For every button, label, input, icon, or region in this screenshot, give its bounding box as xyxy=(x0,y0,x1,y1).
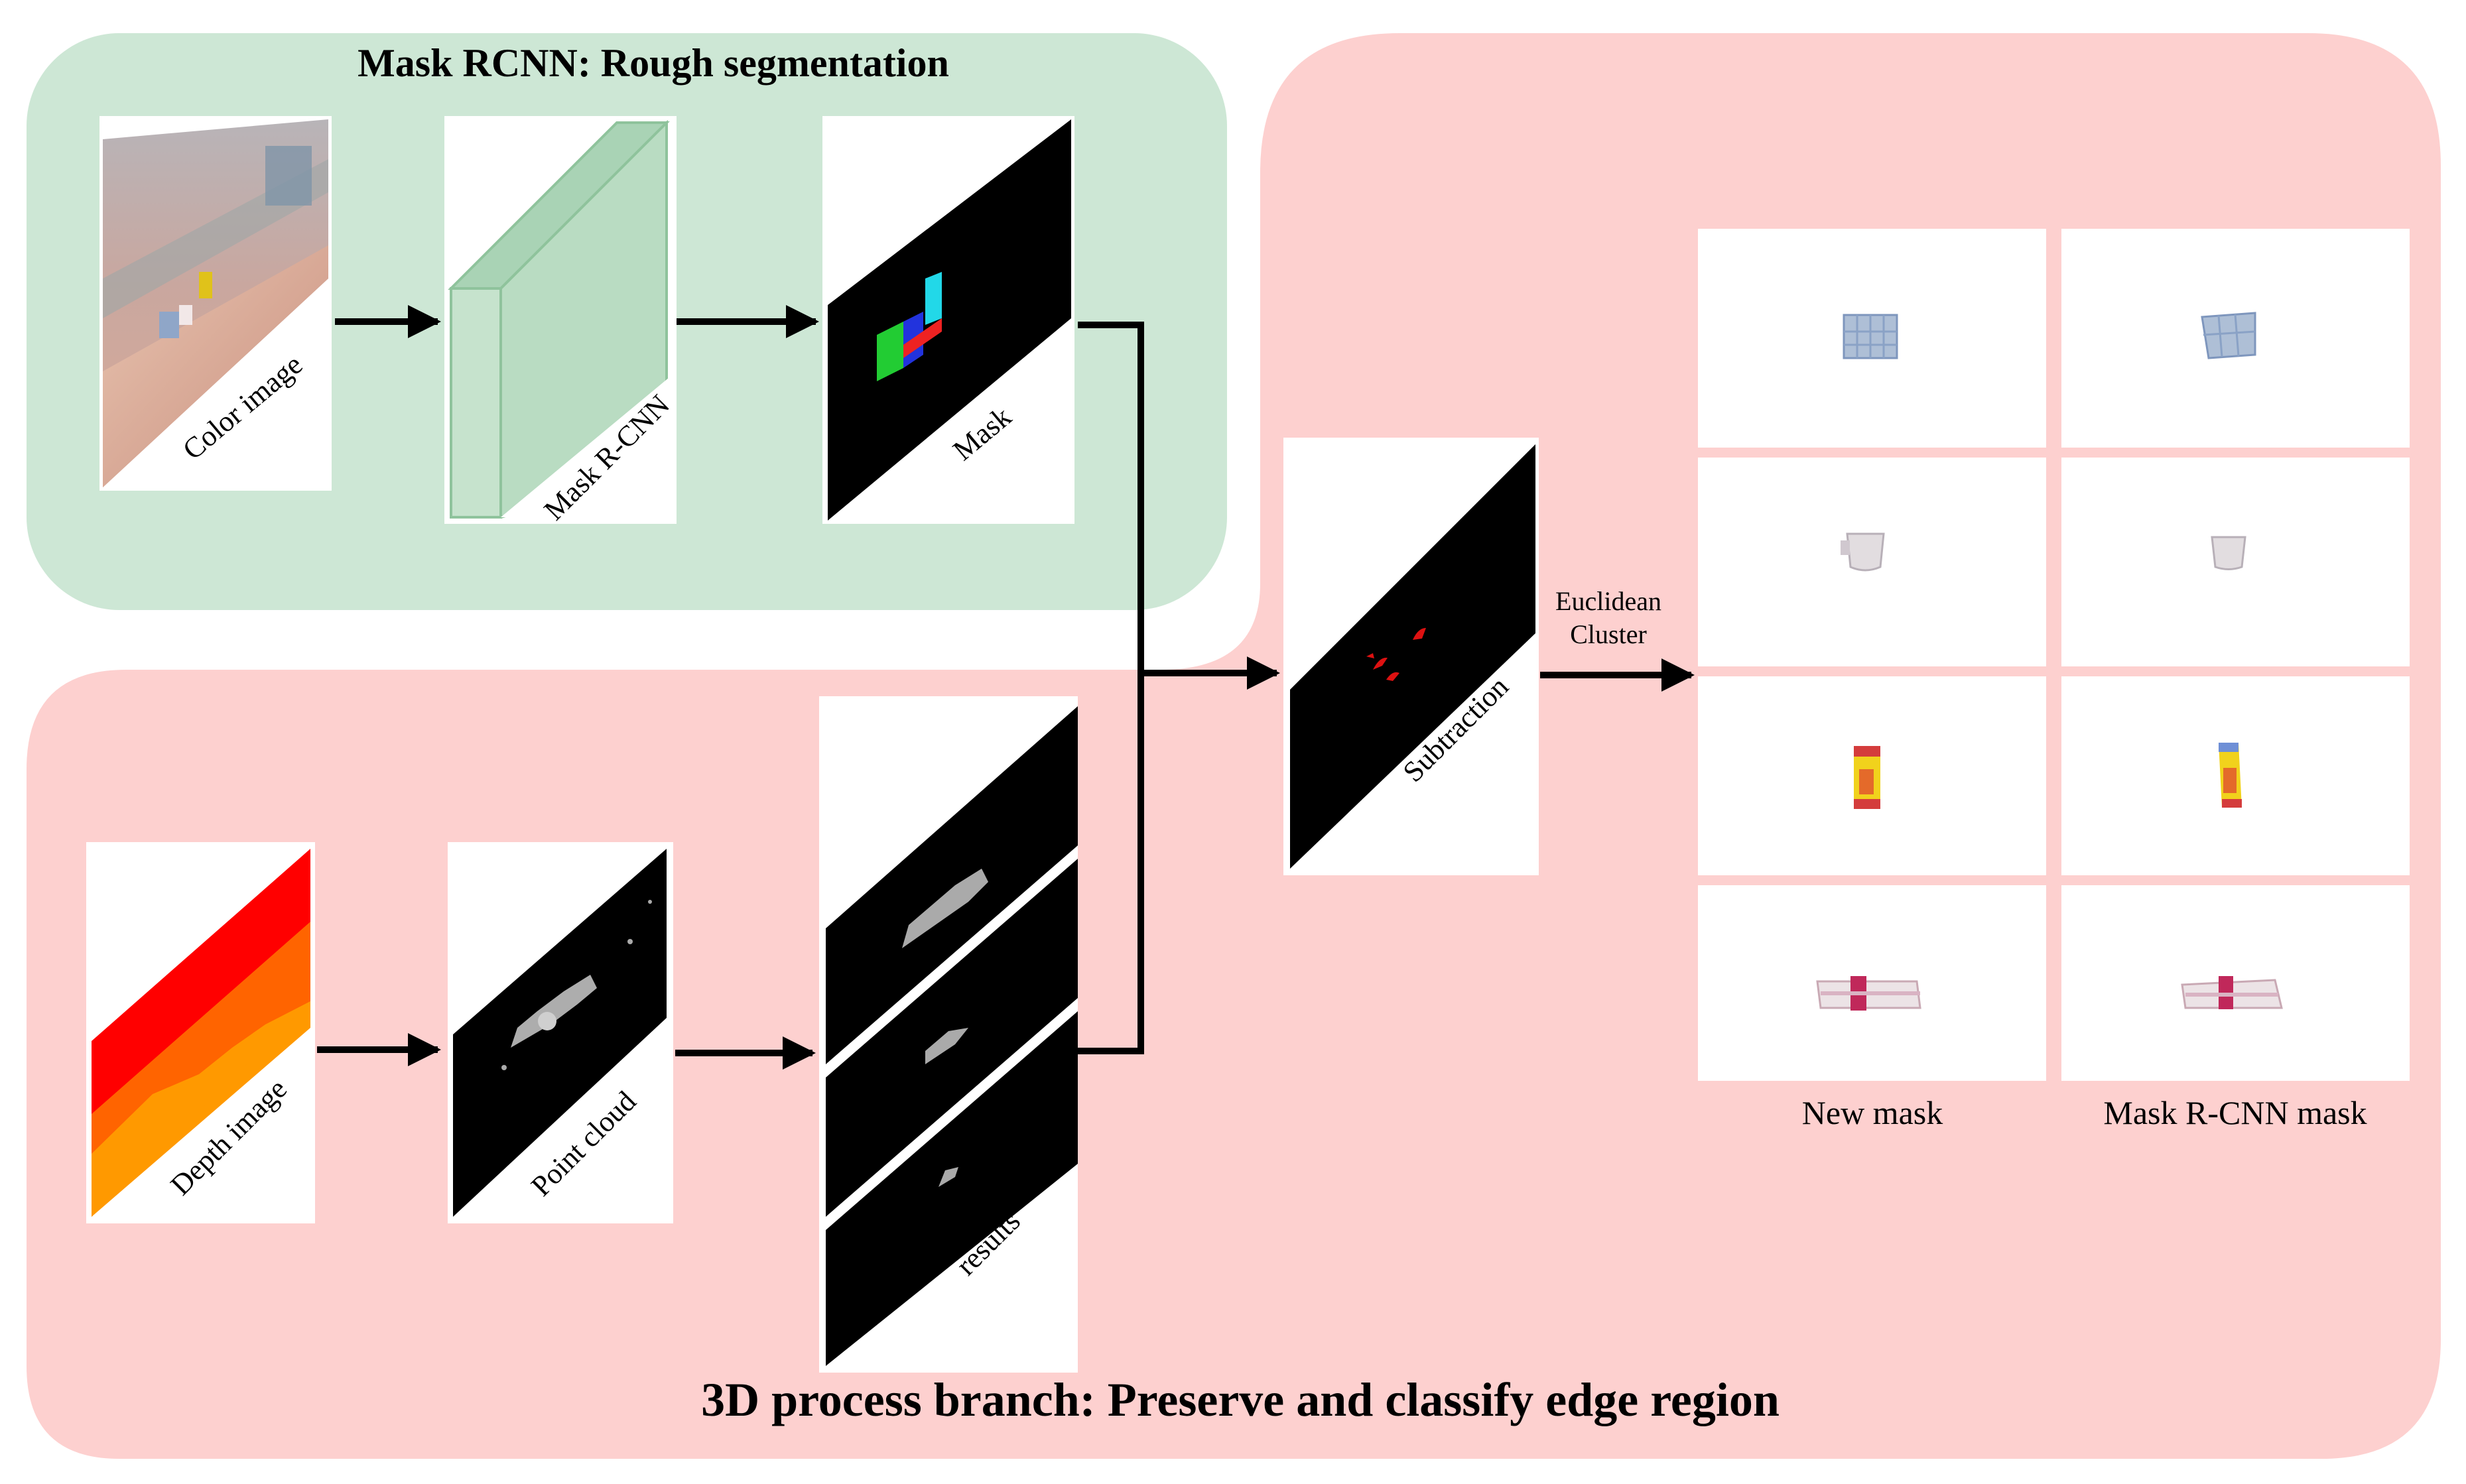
object-cup xyxy=(1841,532,1885,572)
euclidean-label-line1: Euclidean xyxy=(1555,586,1661,616)
mask-segment-cyan xyxy=(925,272,942,325)
subtraction-panel: Subtraction xyxy=(1283,438,1539,875)
connector-mask-to-merge xyxy=(1078,322,1144,1054)
connectors xyxy=(317,305,1695,1070)
results-stack: results xyxy=(819,696,1078,1373)
object-tissue-box xyxy=(1843,314,1898,359)
euclidean-label-line2: Cluster xyxy=(1570,619,1647,649)
color-image-panel: Color image xyxy=(99,116,332,491)
object-juice-box xyxy=(1854,746,1880,809)
point-cloud-panel: Point cloud xyxy=(448,842,673,1223)
mask-rcnn-block: Mask R-CNN xyxy=(444,116,677,526)
mask-segment-red xyxy=(903,318,942,358)
mask-segment-green xyxy=(877,322,903,381)
pink-box-title: 3D process branch: Preserve and classify… xyxy=(701,1373,1780,1426)
column-label-new-mask: New mask xyxy=(1802,1094,1943,1131)
results-grid xyxy=(1698,229,2410,1081)
column-label-mask-rcnn-mask: Mask R-CNN mask xyxy=(2103,1094,2367,1131)
object-tissue-pack-rcnn xyxy=(2181,976,2283,1009)
object-juice-box-rcnn xyxy=(2219,743,2242,808)
depth-image-panel: Depth image xyxy=(86,842,315,1223)
mask-panel: Mask xyxy=(822,116,1074,524)
green-box-title: Mask RCNN: Rough segmentation xyxy=(357,41,949,85)
object-tissue-box-rcnn xyxy=(2201,312,2256,359)
object-cup-rcnn xyxy=(2211,536,2246,570)
object-tissue-pack xyxy=(1816,976,1921,1011)
